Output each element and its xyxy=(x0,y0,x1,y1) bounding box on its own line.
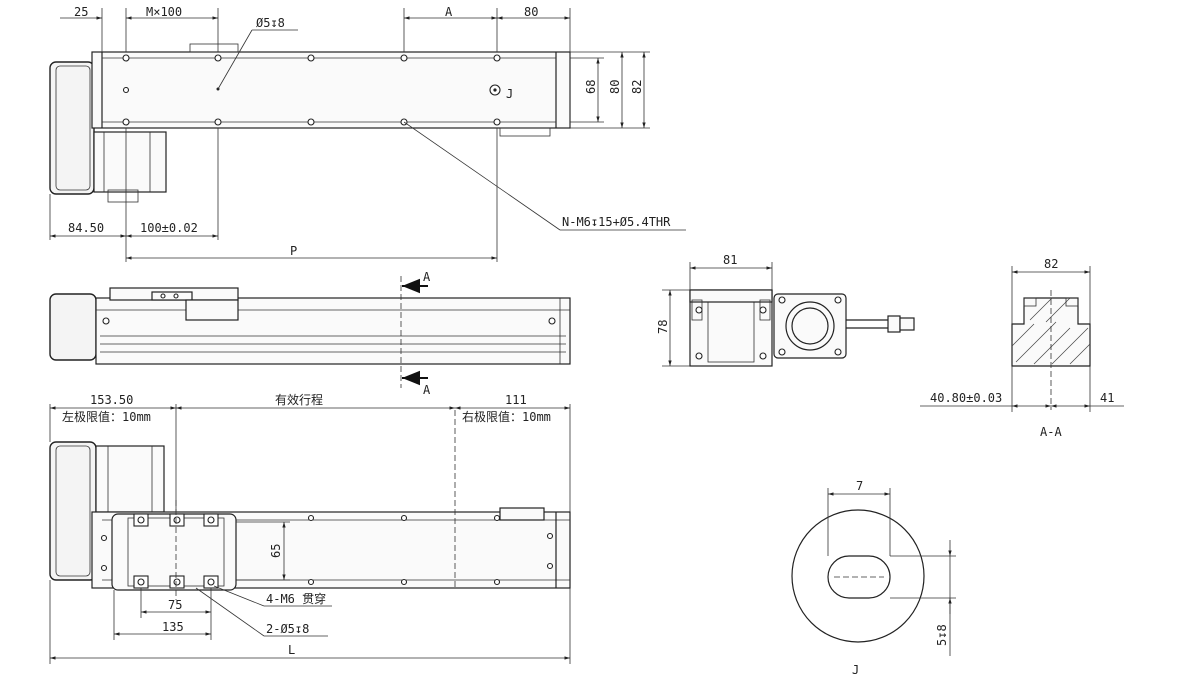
dim-40-80: 40.80±0.03 xyxy=(930,391,1002,405)
dim-25: 25 xyxy=(74,5,88,19)
section-a-top: A xyxy=(423,270,431,284)
detail-outer-circle xyxy=(791,509,925,643)
side-view: A A xyxy=(49,270,571,397)
detail-j: 7 5↧8 J xyxy=(791,479,956,677)
side-rail xyxy=(95,297,571,365)
top-view: J 25 M×100 A 80 Ø5↧8 68 80 82 xyxy=(49,5,686,262)
dim-75: 75 xyxy=(168,598,182,612)
motor-flange xyxy=(93,131,167,193)
dim-153-50: 153.50 xyxy=(90,393,133,407)
dim-l: L xyxy=(288,643,295,657)
dim-p: P xyxy=(290,244,297,258)
right-limit-note: 右极限值：10mm xyxy=(462,409,551,424)
section-view: 82 40.80±0.03 41 A-A xyxy=(920,257,1124,439)
dim-82-side: 82 xyxy=(630,80,644,94)
hole-2-note: 2-Ø5↧8 xyxy=(266,622,309,636)
dim-a: A xyxy=(445,5,453,19)
bottom-view: 153.50 左极限值：10mm 有效行程 111 右极限值：10mm 65 7… xyxy=(49,392,571,664)
side-motor xyxy=(49,293,97,361)
end-view: 81 78 xyxy=(656,253,915,367)
section-a-a-label: A-A xyxy=(1040,425,1062,439)
dim-84-50: 84.50 xyxy=(68,221,104,235)
dim-hole-spec: Ø5↧8 xyxy=(256,16,285,30)
dim-65: 65 xyxy=(269,544,283,558)
section-a-bottom: A xyxy=(423,383,431,397)
motor-housing xyxy=(49,61,95,195)
slot-hole xyxy=(827,555,891,599)
effective-stroke-label: 有效行程 xyxy=(275,392,323,407)
dim-100-tol: 100±0.02 xyxy=(140,221,198,235)
dim-m100: M×100 xyxy=(146,5,182,19)
dim-80-side: 80 xyxy=(608,80,622,94)
dim-135: 135 xyxy=(162,620,184,634)
mounting-holes-top xyxy=(122,54,501,126)
dim-depth: 5↧8 xyxy=(935,624,949,646)
j-marker: J xyxy=(506,87,513,101)
dim-7: 7 xyxy=(856,479,863,493)
dim-n-m6: N-M6↧15+Ø5.4THR xyxy=(562,215,671,229)
dim-82-section: 82 xyxy=(1044,257,1058,271)
detail-j-label: J xyxy=(852,663,859,677)
dim-111: 111 xyxy=(505,393,527,407)
dim-41: 41 xyxy=(1100,391,1114,405)
left-limit-note: 左极限值：10mm xyxy=(62,409,151,424)
dim-68: 68 xyxy=(584,80,598,94)
dim-78: 78 xyxy=(656,320,670,334)
dim-80-top: 80 xyxy=(524,5,538,19)
dim-81: 81 xyxy=(723,253,737,267)
m6-through-note: 4-M6 贯穿 xyxy=(266,591,326,606)
